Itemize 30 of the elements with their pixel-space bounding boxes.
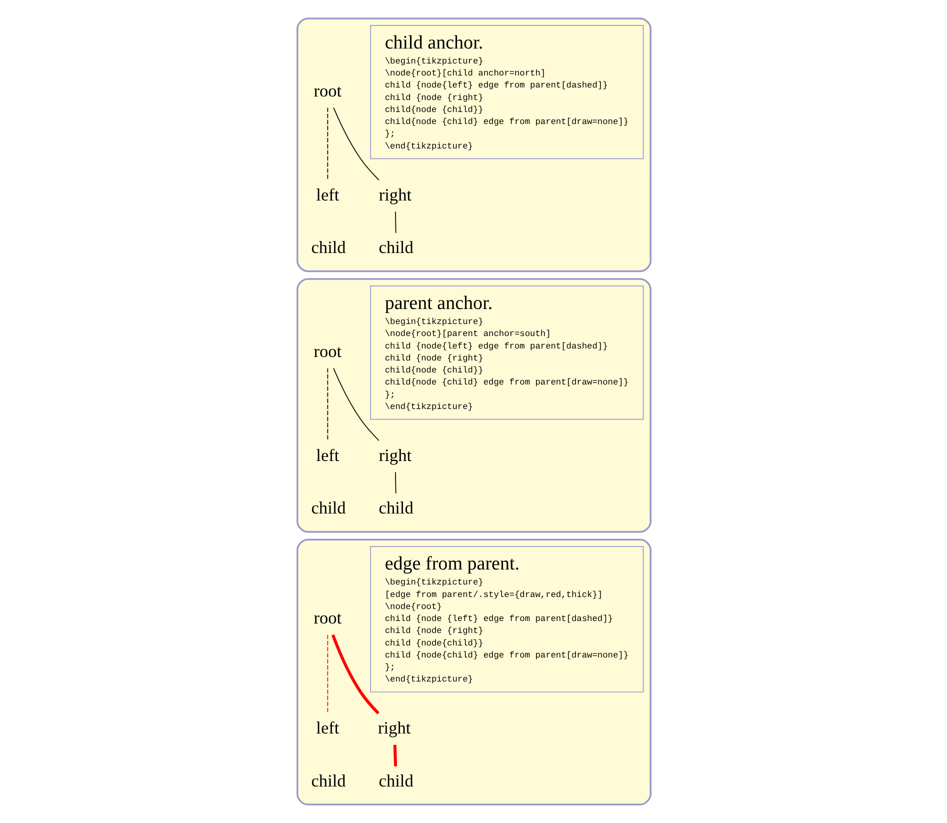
connector (326, 634, 328, 714)
node-box: parent anchor. \begin{tikzpicture} \node{root}[parent anchor=south] child {node{left} edge from parent[dashed]} child {node {right} child{node {child}} child{node {child} edge from parent[draw=none]} }; \end{tikzpicture} (370, 286, 644, 420)
connector (394, 472, 396, 494)
connector (332, 368, 379, 442)
node-text: child (310, 238, 346, 258)
connector (326, 368, 328, 442)
connector (332, 107, 379, 180)
node-text: root (313, 81, 342, 100)
connector (394, 211, 396, 234)
node-text: left (316, 185, 339, 204)
node-text: child (310, 771, 346, 790)
connector (326, 107, 328, 181)
node-text: child (310, 498, 346, 518)
cluster (296, 538, 651, 806)
node-box: edge from parent. \begin{tikzpicture} [edge from parent/.style={draw,red,thick}] \node{root} child {node {left} edge from parent[dashed]} child {node {right} child {node{child}} child {node{child} edge from parent[draw=none]} }; \end{tikzpicture} (370, 546, 644, 692)
node-box: child anchor. \begin{tikzpicture} \node{root}[child anchor=north] child {node{left} edge from parent[dashed]} child {node {right} child{node {child}} child{node {child} edge from parent[draw=none]} }; \end{tikzpicture} (370, 24, 644, 160)
node-text: child (378, 238, 413, 258)
cluster (296, 18, 651, 272)
node-text: right (378, 185, 412, 204)
node-text: root (313, 608, 342, 628)
node-text: left (316, 446, 339, 465)
connector (330, 634, 379, 714)
node-text: root (313, 342, 342, 361)
node-text: right (378, 718, 410, 738)
node-text: right (378, 446, 412, 465)
connector (392, 744, 397, 766)
node-text: child (378, 771, 413, 790)
node-text: child (378, 498, 413, 518)
cluster (296, 278, 651, 533)
node-text: left (316, 718, 339, 738)
